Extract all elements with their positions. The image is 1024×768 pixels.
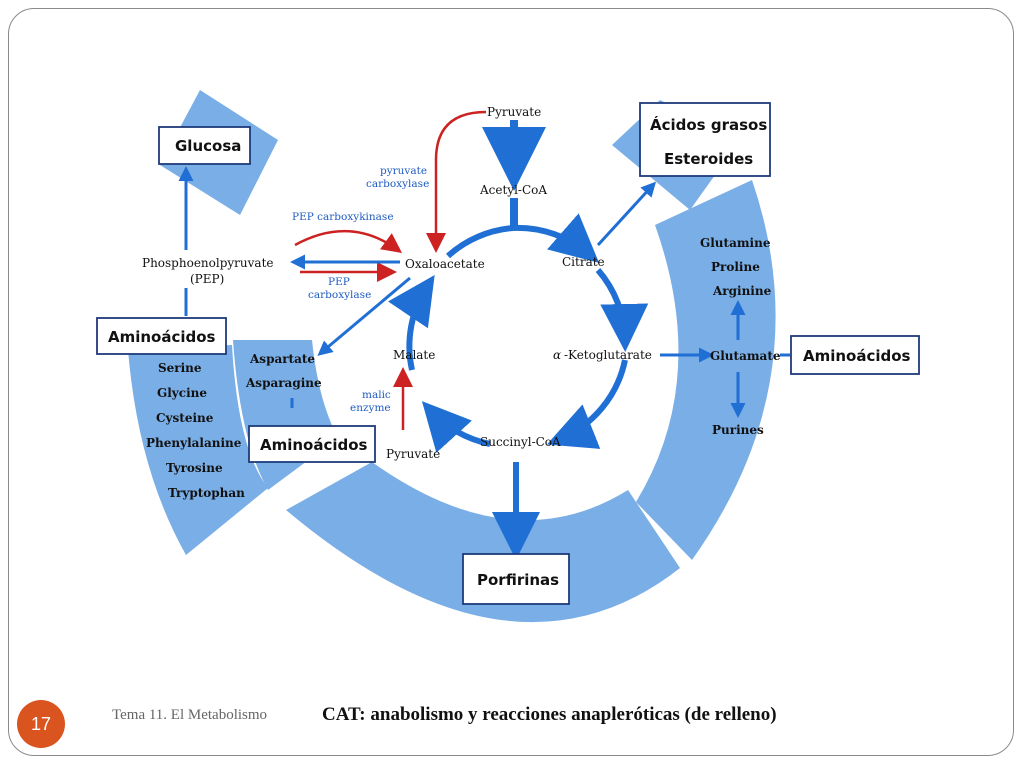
pep-label-line1: Phosphoenolpyruvate: [142, 256, 274, 270]
aspartate-label: Aspartate: [249, 352, 315, 366]
bottom-band: [286, 462, 680, 623]
pep-carboxylase-label-2: carboxylase: [308, 289, 371, 301]
amino-left-item: Phenylalanine: [146, 436, 242, 450]
glutamate-label: Glutamate: [710, 349, 781, 363]
oxaloacetate-label: Oxaloacetate: [405, 257, 485, 271]
amino-left-list: Serine Glycine Cysteine Phenylalanine Ty…: [146, 361, 245, 500]
porfirinas-text: Porfirinas: [477, 571, 559, 589]
pep-carboxykinase-label: PEP carboxykinase: [292, 211, 394, 223]
amino-left-item: Cysteine: [156, 411, 214, 425]
proline-label: Proline: [711, 260, 760, 274]
amino-left-item: Tyrosine: [166, 461, 223, 475]
red-arrows: [294, 110, 487, 430]
amino-left-item: Serine: [158, 361, 202, 375]
acetyl-coa-label: Acetyl-CoA: [479, 183, 547, 197]
blue-arrows: [178, 166, 746, 418]
pyruvate-bottom-label: Pyruvate: [386, 447, 440, 461]
arginine-label: Arginine: [712, 284, 772, 298]
esteroides-text: Esteroides: [664, 150, 753, 168]
aminoacidos-left-text: Aminoácidos: [108, 328, 216, 346]
citrate-label: Citrate: [562, 255, 605, 269]
pyruvate-top-label: Pyruvate: [487, 105, 541, 119]
amino-left-item: Glycine: [157, 386, 207, 400]
aminoacidos-left-box: Aminoácidos: [96, 317, 227, 355]
pyruvate-carboxylase-label-2: carboxylase: [366, 178, 429, 190]
malic-enzyme-label-2: enzyme: [350, 402, 391, 414]
aminoacidos-right-box: Aminoácidos: [790, 335, 920, 375]
succinyl-coa-label: Succinyl-CoA: [480, 435, 561, 449]
aminoacidos-right-text: Aminoácidos: [803, 347, 911, 365]
glucosa-box: Glucosa: [158, 126, 251, 165]
glutamine-label: Glutamine: [700, 236, 771, 250]
pep-carboxylase-label-1: PEP: [328, 276, 350, 288]
glucosa-text: Glucosa: [175, 137, 241, 155]
porfirinas-box: Porfirinas: [462, 553, 570, 605]
cycle-ring: [388, 213, 649, 453]
aminoacidos-mid-text: Aminoácidos: [260, 436, 368, 454]
asparagine-label: Asparagine: [245, 376, 322, 390]
malic-enzyme-label-1: malic: [362, 389, 391, 401]
acidos-grasos-box: Ácidos grasos Esteroides: [639, 102, 771, 177]
malate-label: Malate: [393, 348, 435, 362]
left-amino-band: [128, 345, 268, 555]
pyruvate-carboxylase-label-1: pyruvate: [380, 165, 427, 177]
pep-label-line2: (PEP): [190, 272, 224, 286]
alpha-symbol: α: [553, 348, 561, 362]
alpha-ketoglutarate-label: -Ketoglutarate: [564, 348, 652, 362]
aminoacidos-mid-box: Aminoácidos: [248, 425, 376, 463]
acidos-grasos-text: Ácidos grasos: [650, 115, 767, 134]
purines-label: Purines: [712, 423, 764, 437]
slide-title: CAT: anabolismo y reacciones anaplerótic…: [322, 704, 777, 725]
footer-subject: Tema 11. El Metabolismo: [112, 707, 268, 723]
amino-left-item: Tryptophan: [168, 486, 245, 500]
right-band: [636, 180, 776, 560]
page-number-badge: 17: [17, 700, 65, 748]
